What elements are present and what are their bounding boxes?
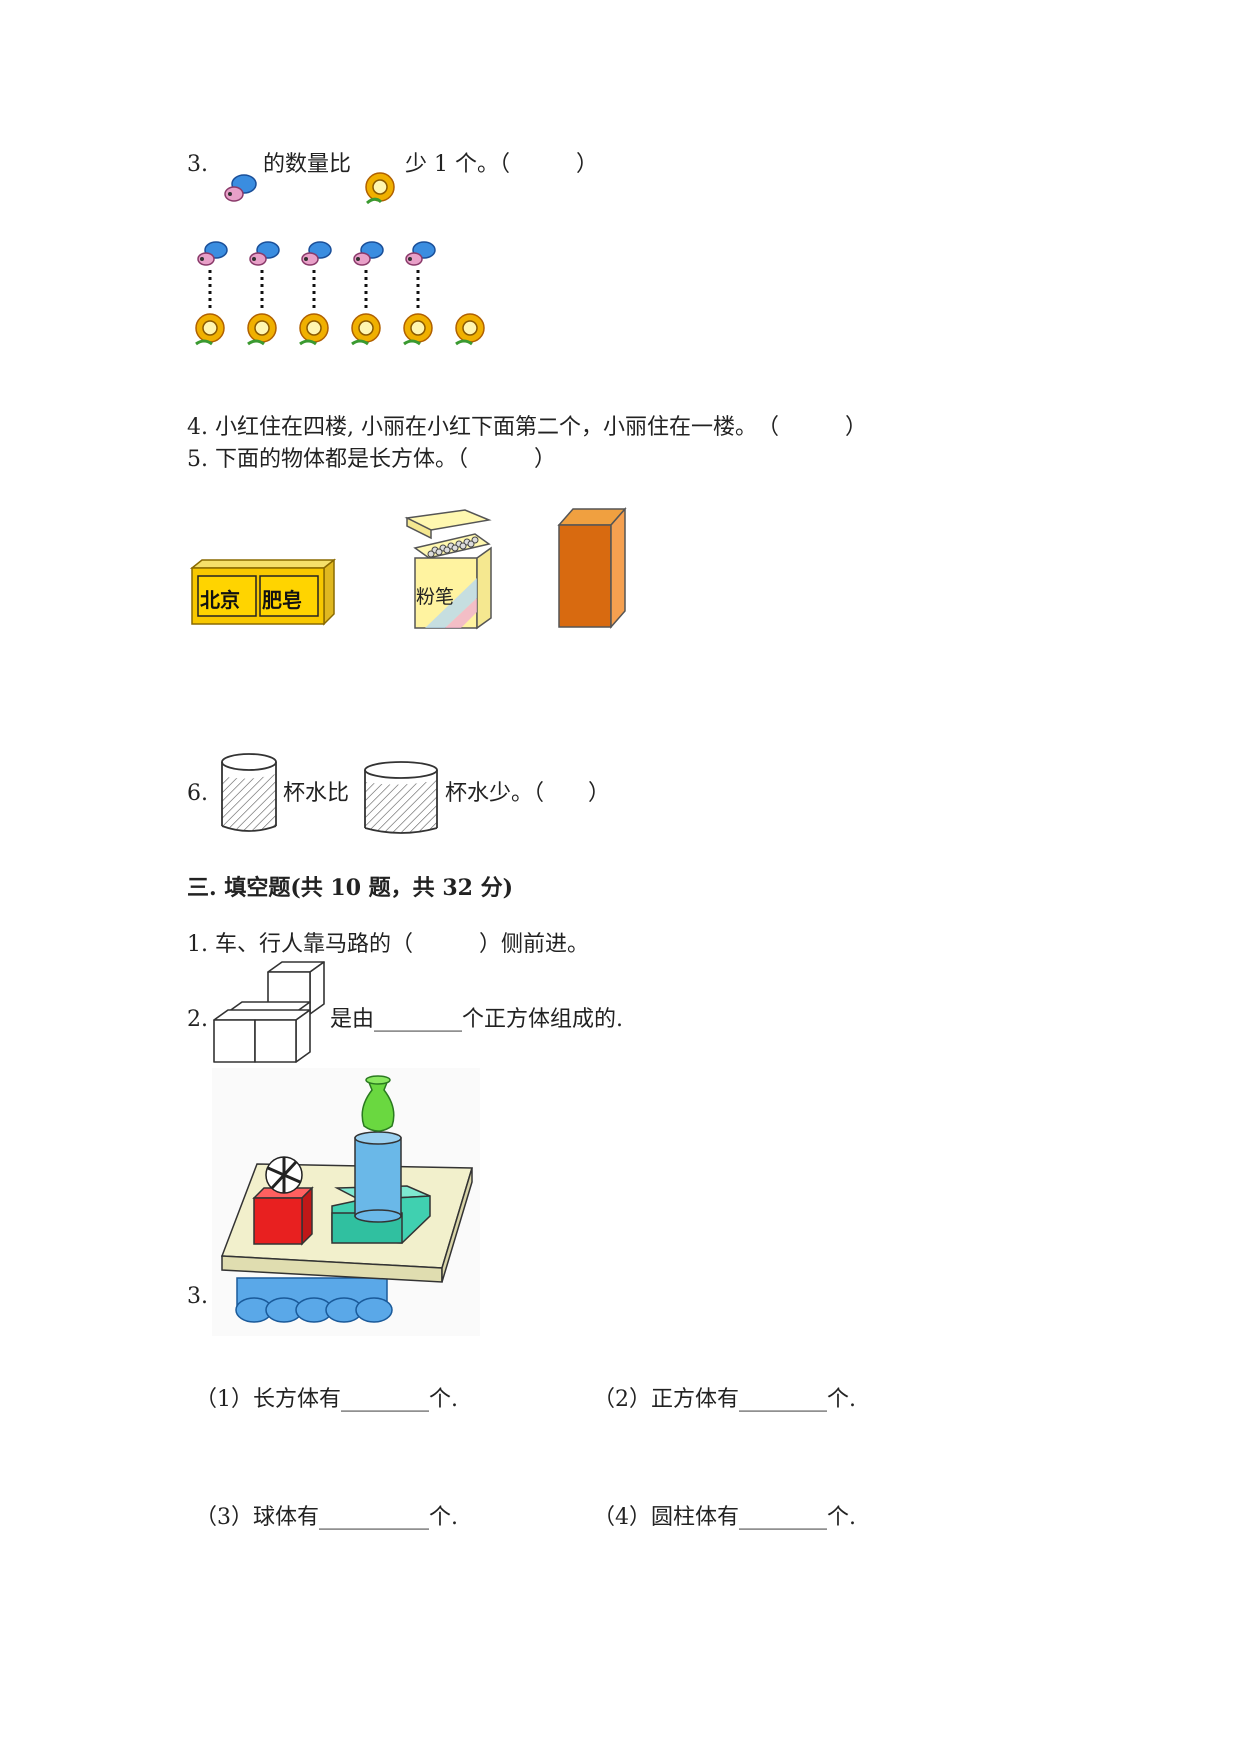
fill-q1-text: 1. 车、行人靠马路的（ ）侧前进。 — [187, 932, 589, 957]
sunflower-icon — [247, 313, 277, 346]
section-heading: 三. 填空题(共 10 题，共 32 分) — [187, 875, 514, 901]
q3-text-a: 的数量比 — [263, 152, 352, 177]
q3-number: 3. — [187, 152, 208, 177]
q6-text-b: 杯水少。（ ） — [445, 781, 611, 806]
sunflower-icon — [299, 313, 329, 346]
sunflower-icon — [351, 313, 381, 346]
cup-large-image — [364, 761, 438, 834]
butterfly-icon — [301, 241, 332, 266]
q6-number: 6. — [187, 781, 208, 806]
q4-text: 4. 小红住在四楼, 小丽在小红下面第二个，小丽住在一楼。 （ ） — [187, 415, 867, 440]
butterfly-sunflower-pairs — [195, 241, 485, 346]
butterfly-icon — [197, 241, 228, 266]
fill-q3-blank-sphere: （3）球体有__________个. — [195, 1505, 458, 1530]
cup-small-image — [221, 753, 277, 832]
soap-label-beijing: 北京 — [200, 588, 240, 612]
chalk-label: 粉笔 — [416, 586, 455, 608]
q5-text: 5. 下面的物体都是长方体。（ ） — [187, 447, 556, 472]
sunflower-icon — [455, 313, 485, 346]
q6-text-a: 杯水比 — [283, 781, 350, 806]
fill-q2-text: 是由________个正方体组成的. — [330, 1007, 623, 1032]
fill-q2-number: 2. — [187, 1007, 208, 1032]
butterfly-icon — [405, 241, 436, 266]
fill-q3-number: 3. — [187, 1284, 208, 1309]
butterfly-icon — [353, 241, 384, 266]
q3-text-b: 少 1 个。（ ） — [405, 152, 598, 177]
soap-box-image — [189, 558, 337, 626]
fill-q3-blank-cuboid: （1）长方体有________个. — [195, 1387, 458, 1412]
fill-q3-blank-cube: （2）正方体有________个. — [593, 1387, 856, 1412]
fill-q3-blank-cylinder: （4）圆柱体有________个. — [593, 1505, 856, 1530]
orange-cuboid-image — [557, 507, 627, 629]
shapes-scene-image — [212, 1068, 480, 1336]
butterfly-icon — [249, 241, 280, 266]
sunflower-icon — [195, 313, 225, 346]
sunflower-icon — [403, 313, 433, 346]
cubes-image — [213, 961, 325, 1063]
sunflower-icon — [365, 172, 395, 205]
butterfly-icon — [224, 174, 257, 202]
chalk-box-image — [404, 509, 492, 630]
soap-label-soap: 肥皂 — [262, 588, 302, 612]
